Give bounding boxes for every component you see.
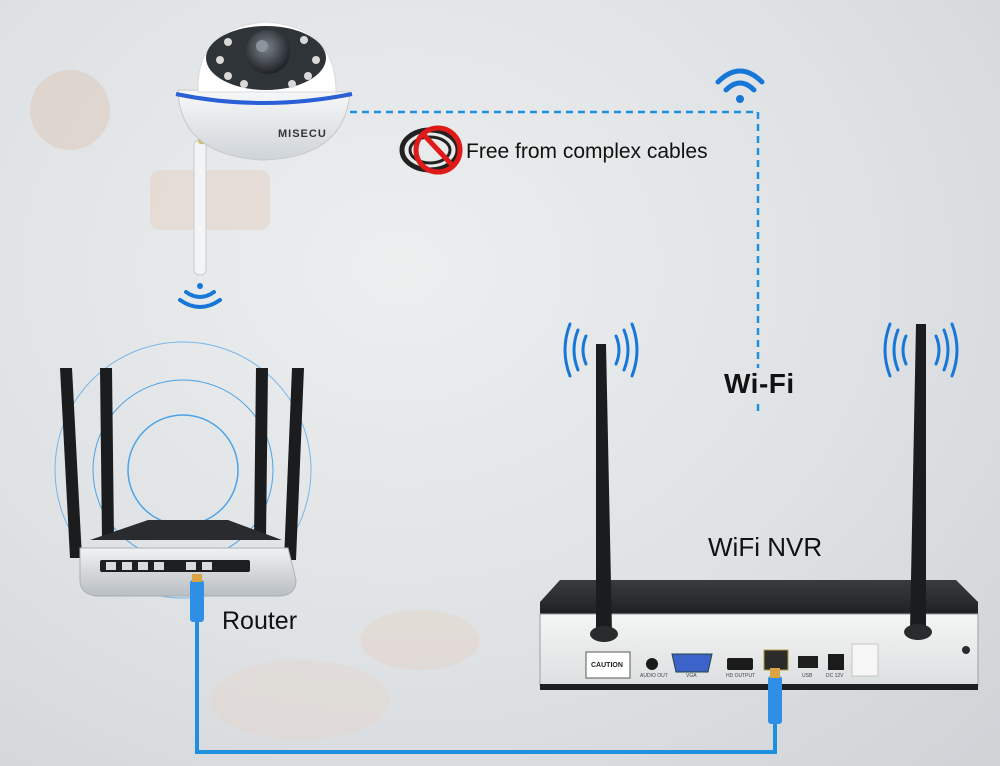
camera-brand: MISECU	[278, 128, 327, 140]
port-label-vga: VGA	[686, 673, 697, 679]
no-cables-icon	[399, 125, 463, 175]
router	[54, 341, 312, 599]
router-label: Router	[222, 607, 298, 635]
port-label-hdmi: HD OUTPUT	[726, 673, 756, 679]
background-decor	[30, 70, 480, 740]
port-label-dc: DC 12V	[826, 673, 844, 679]
caution-label: CAUTION	[591, 662, 623, 669]
wifi-nvr	[539, 322, 979, 690]
dome-camera	[175, 21, 353, 309]
nvr-label: WiFi NVR	[708, 532, 823, 562]
wifi-label: Wi-Fi	[724, 368, 795, 399]
wifi-link-dashed	[350, 110, 760, 368]
no-cables-label: Free from complex cables	[466, 140, 708, 163]
port-label-audio: AUDIO OUT	[640, 673, 668, 679]
port-label-usb: USB	[802, 673, 813, 679]
ethernet-cable	[195, 618, 777, 754]
camera-signal-icon	[178, 283, 222, 309]
wifi-signal-icon	[715, 68, 765, 103]
ethernet-plug-icon	[190, 574, 204, 622]
ethernet-plug-icon	[768, 668, 782, 724]
